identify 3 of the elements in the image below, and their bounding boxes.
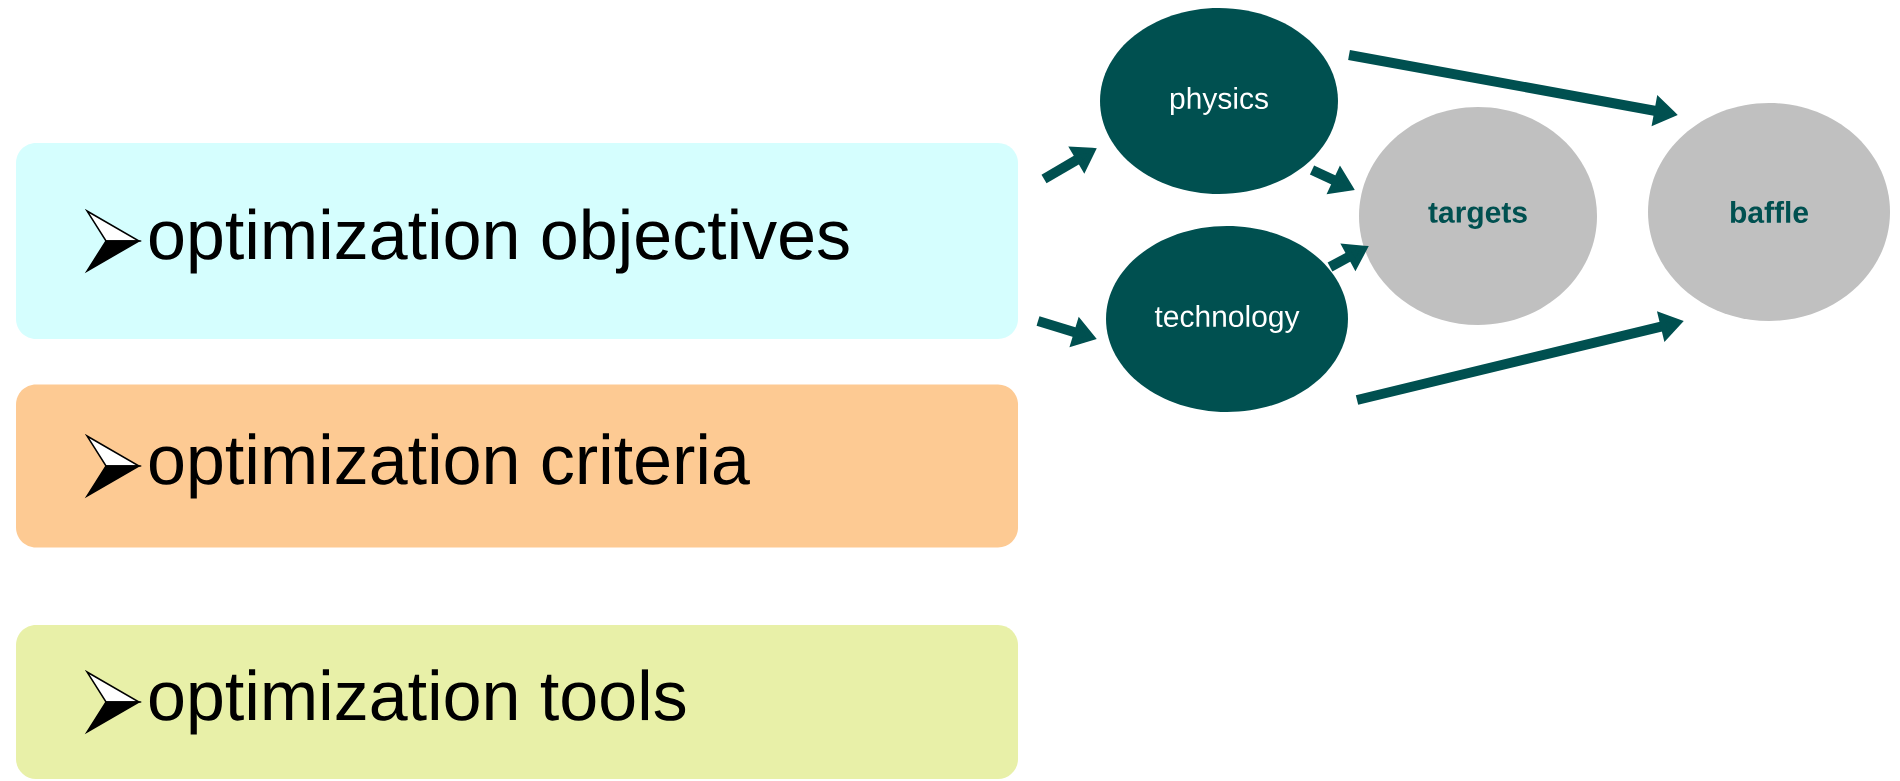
text-box: optimization tools	[16, 625, 1018, 779]
text-box: optimization criteria	[16, 384, 1018, 548]
text-box: optimization objectives	[16, 143, 1018, 339]
